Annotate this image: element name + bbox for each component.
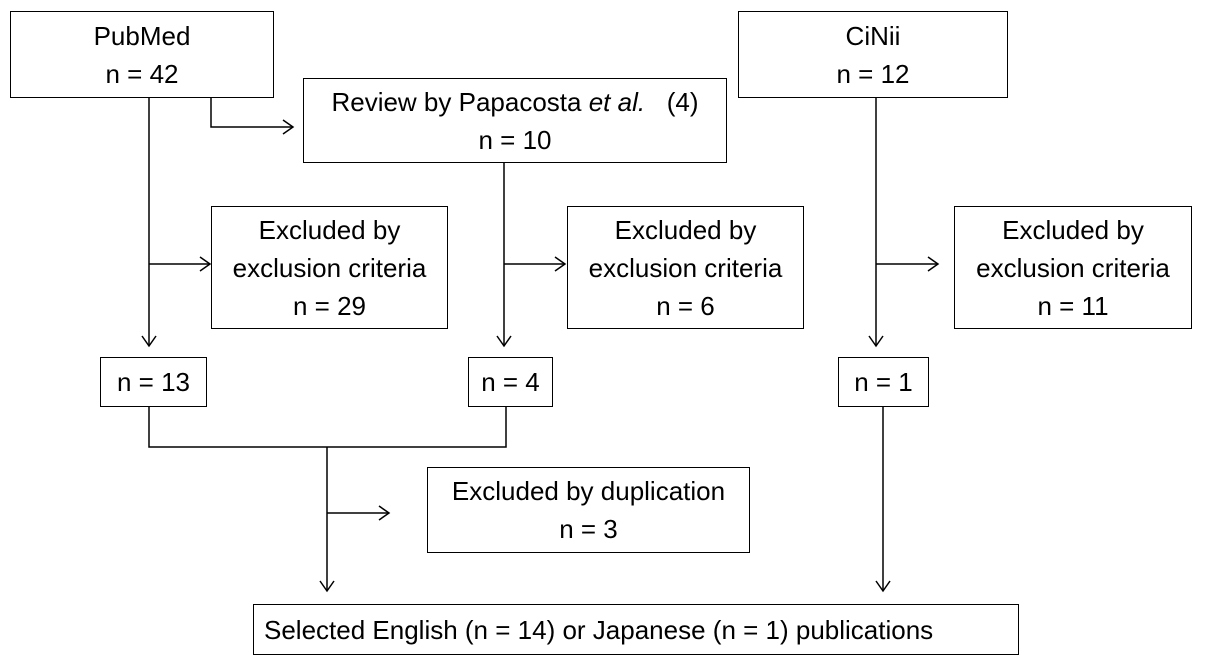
- node-n13: n = 13: [100, 357, 207, 407]
- node-excluded-duplication: Excluded by duplication n = 3: [427, 467, 750, 553]
- node-label: Excluded by: [258, 214, 401, 245]
- node-label: Selected English (n = 14) or Japanese (n…: [264, 614, 934, 645]
- node-label: Excluded by: [614, 214, 757, 245]
- node-excluded-pubmed: Excluded by exclusion criteria n = 29: [211, 206, 448, 329]
- node-count: n = 12: [836, 58, 910, 89]
- node-label: Excluded by duplication: [451, 476, 726, 506]
- arrowhead: [319, 580, 335, 593]
- node-count: n = 6: [656, 290, 715, 321]
- node-n4: n = 4: [468, 357, 553, 407]
- node-count: n = 4: [481, 367, 540, 397]
- node-pubmed: PubMed n = 42: [10, 11, 274, 98]
- node-count: n = 1: [854, 367, 913, 397]
- node-excluded-review: Excluded by exclusion criteria n = 6: [567, 206, 804, 329]
- arrowhead: [282, 119, 295, 135]
- arrowhead: [199, 256, 212, 272]
- node-count: n = 11: [1037, 290, 1109, 321]
- node-n1: n = 1: [838, 357, 929, 407]
- arrowhead: [875, 580, 891, 593]
- node-count: n = 10: [478, 124, 552, 155]
- review-ref: (4): [645, 86, 699, 117]
- arrowhead: [496, 335, 512, 348]
- arrowhead: [141, 335, 157, 348]
- node-review: Review by Papacosta et al. (4) n = 10: [303, 78, 727, 163]
- arrowhead: [927, 256, 940, 272]
- edge-pubmed-review: [210, 97, 293, 128]
- node-count: n = 3: [559, 514, 618, 544]
- node-label: Excluded by: [1002, 214, 1144, 245]
- node-label: exclusion criteria: [588, 252, 783, 283]
- node-label: exclusion criteria: [976, 252, 1170, 283]
- node-label: exclusion criteria: [232, 252, 427, 283]
- edge-merge: [148, 407, 507, 448]
- review-etal: et al.: [588, 86, 646, 117]
- node-label: CiNii: [845, 20, 901, 51]
- arrowhead: [378, 505, 391, 521]
- node-label: PubMed: [93, 20, 191, 51]
- node-excluded-cinii: Excluded by exclusion criteria n = 11: [954, 206, 1192, 329]
- node-selected: Selected English (n = 14) or Japanese (n…: [253, 604, 1019, 655]
- node-count: n = 29: [292, 290, 366, 321]
- node-label: Review by Papacosta et al. (4): [331, 83, 698, 121]
- arrowhead: [868, 335, 884, 348]
- node-count: n = 42: [105, 58, 179, 89]
- node-count: n = 13: [116, 367, 190, 397]
- review-author: Review by Papacosta: [331, 86, 589, 117]
- node-cinii: CiNii n = 12: [738, 11, 1008, 98]
- arrowhead: [554, 256, 567, 272]
